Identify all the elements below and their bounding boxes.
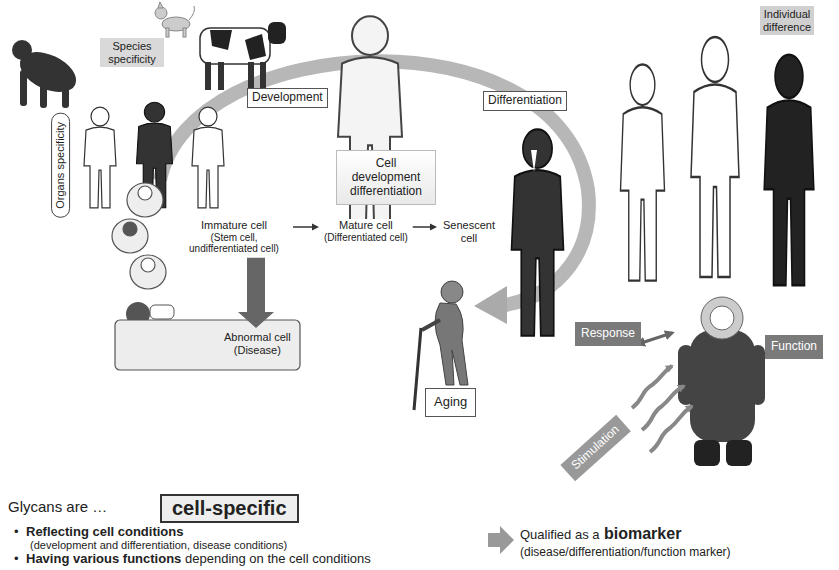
arrow-head bbox=[312, 224, 319, 231]
node-text: (Disease) bbox=[224, 344, 291, 357]
node-text: Immature cell bbox=[180, 219, 288, 232]
function-box: Function bbox=[765, 335, 823, 359]
stage-box: Development bbox=[247, 88, 328, 108]
node-text: cell-specific bbox=[172, 497, 287, 520]
caption-text: • bbox=[14, 552, 19, 566]
stimulation-box: Stimulation bbox=[560, 415, 631, 482]
response-box: Response bbox=[575, 322, 641, 346]
caption-text: Qualified as a bbox=[520, 528, 600, 542]
caption-text: Having various functions bbox=[26, 552, 181, 566]
adult-figure bbox=[691, 37, 739, 277]
stage-box: Differentiation bbox=[483, 91, 567, 111]
node-text: Cell development differentiation bbox=[341, 157, 431, 198]
response-arrow bbox=[638, 333, 672, 344]
node-text: Senescent cell bbox=[442, 219, 496, 244]
child-figure bbox=[192, 107, 224, 208]
cell-stage: Immature cell(Stem cell, undifferentiate… bbox=[178, 219, 290, 255]
node-text: Individual difference bbox=[763, 8, 811, 33]
node-text: Function bbox=[771, 340, 817, 354]
connector bbox=[293, 224, 319, 231]
eskimo-figure bbox=[678, 297, 765, 466]
individual-tag: Individual difference bbox=[760, 6, 814, 35]
species-tag: Species specificity bbox=[100, 38, 164, 67]
caption-text: (disease/differentiation/function marker… bbox=[520, 546, 731, 559]
dog-figure bbox=[155, 2, 194, 37]
connector-line bbox=[293, 226, 312, 228]
life-arc-head bbox=[474, 286, 507, 324]
adult-figure bbox=[764, 55, 814, 285]
arrow-head bbox=[430, 224, 437, 231]
caption-text: biomarker bbox=[604, 525, 681, 543]
caption-text: Reflecting cell conditions bbox=[26, 525, 183, 539]
child-figure bbox=[84, 107, 116, 208]
caption-text: depending on the cell conditions bbox=[185, 552, 371, 566]
cell-stage: Senescent cell bbox=[440, 219, 498, 244]
node-text: Mature cell bbox=[324, 219, 408, 232]
result-arrow bbox=[488, 526, 514, 554]
node-text: Development bbox=[252, 91, 323, 105]
shirt bbox=[531, 150, 537, 172]
node-text: (Stem cell, undifferentiated cell) bbox=[180, 232, 288, 255]
node-text: Organs specificity bbox=[54, 121, 67, 208]
node-text: Response bbox=[581, 327, 635, 341]
businessman-figure bbox=[512, 129, 564, 335]
node-text: Stimulation bbox=[569, 423, 622, 473]
node-text: Species specificity bbox=[103, 40, 161, 65]
cow-figure bbox=[200, 22, 286, 90]
keyword-box: cell-specific bbox=[160, 494, 299, 523]
caption-text: Glycans are … bbox=[8, 499, 107, 516]
connector bbox=[413, 224, 437, 231]
organs-tag: Organs specificity bbox=[51, 112, 70, 217]
baby-figures bbox=[112, 183, 166, 289]
connector-line bbox=[413, 226, 430, 228]
caption-text: • bbox=[14, 525, 19, 539]
disease-note: Abnormal cell(Disease) bbox=[222, 331, 293, 356]
node-text: Abnormal cell bbox=[224, 331, 291, 344]
node-text: (Differentiated cell) bbox=[324, 232, 408, 244]
connector bbox=[238, 258, 274, 328]
aging-box: Aging bbox=[425, 388, 476, 417]
cell-stage: Mature cell(Differentiated cell) bbox=[322, 219, 410, 243]
node-text: Differentiation bbox=[488, 94, 562, 108]
chimp-figure bbox=[12, 40, 82, 108]
stimulus-waves bbox=[632, 366, 692, 452]
block-arrow bbox=[238, 258, 274, 328]
cell-box: Cell development differentiation bbox=[336, 150, 436, 205]
caption-text: (development and differentiation, diseas… bbox=[30, 539, 287, 551]
node-text: Aging bbox=[434, 395, 467, 410]
adult-figure bbox=[621, 65, 665, 281]
